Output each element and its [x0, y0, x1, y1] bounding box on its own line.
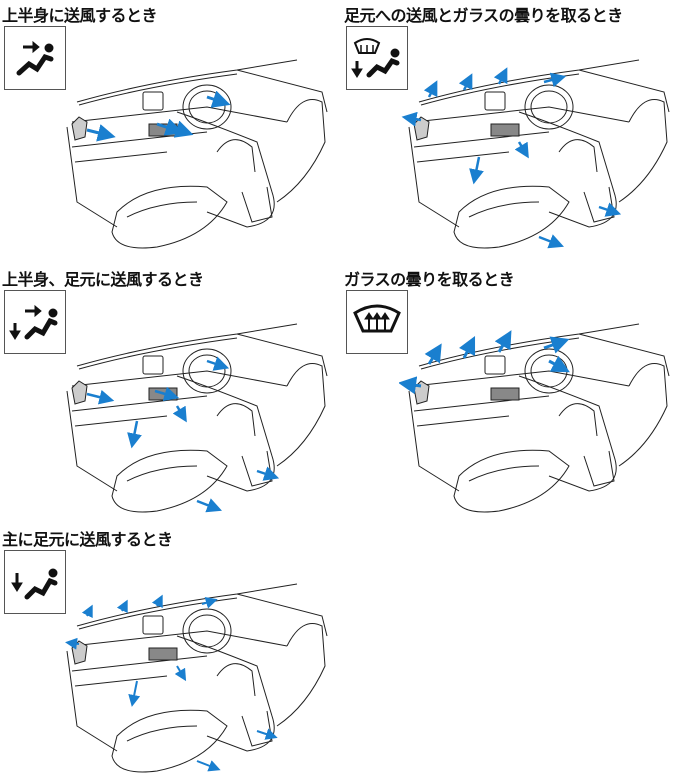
section-defrost-foot: 足元への送風とガラスの曇りを取るとき	[344, 2, 674, 262]
bilevel-icon	[4, 290, 66, 354]
defrost-icon	[346, 290, 408, 354]
section-foot: 主に足元に送風するとき	[2, 526, 332, 778]
section-title: 上半身、足元に送風するとき	[2, 270, 204, 289]
car-interior-illustration	[399, 316, 674, 521]
section-title: 主に足元に送風するとき	[2, 530, 173, 549]
car-interior-illustration	[65, 576, 337, 778]
car-interior-illustration	[401, 52, 674, 257]
car-interior-illustration	[57, 316, 337, 521]
section-face: 上半身に送風するとき	[2, 2, 332, 262]
car-interior-illustration	[57, 52, 337, 257]
section-bilevel: 上半身、足元に送風するとき	[2, 266, 332, 526]
defrost-foot-icon	[346, 26, 408, 90]
face-vent-icon	[4, 26, 66, 90]
section-title: ガラスの曇りを取るとき	[344, 270, 515, 289]
section-defrost: ガラスの曇りを取るとき	[344, 266, 674, 526]
foot-icon	[4, 550, 66, 614]
section-title: 足元への送風とガラスの曇りを取るとき	[344, 6, 623, 25]
section-title: 上半身に送風するとき	[2, 6, 158, 25]
